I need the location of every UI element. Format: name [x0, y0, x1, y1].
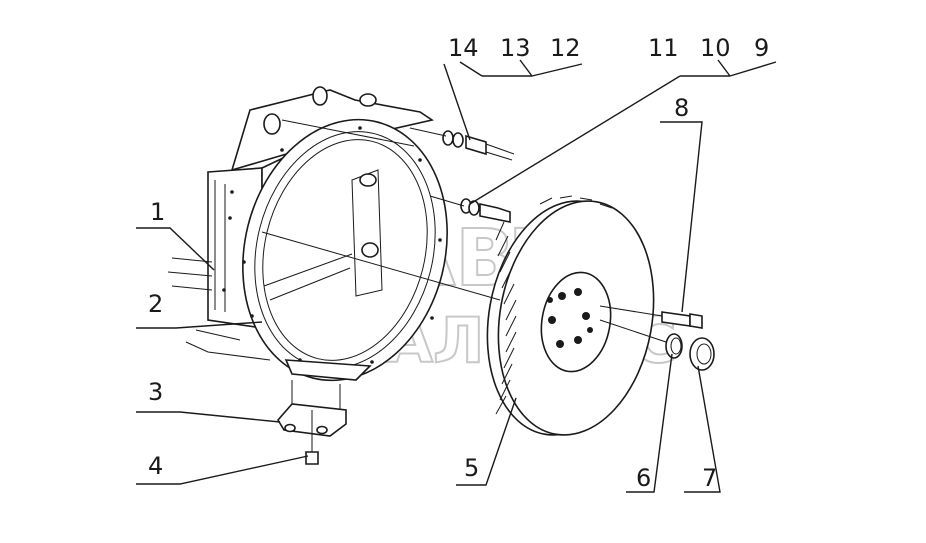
bolt-9-assembly	[429, 195, 511, 223]
bolt-12-assembly	[409, 127, 515, 161]
center-lines	[261, 119, 501, 301]
callout-7: 7	[702, 464, 717, 492]
callout-9: 9	[754, 34, 769, 62]
callout-3: 3	[148, 378, 163, 406]
bearing-7	[599, 319, 715, 371]
callout-8: 8	[674, 94, 689, 122]
callout-5: 5	[464, 454, 479, 482]
callout-2: 2	[148, 290, 163, 318]
bolt-4	[305, 410, 319, 465]
ring-6	[665, 333, 683, 359]
flywheel-housing	[167, 86, 448, 382]
flywheel	[486, 195, 655, 436]
callout-4: 4	[148, 452, 163, 480]
callout-1: 1	[150, 198, 165, 226]
callout-12: 12	[550, 34, 581, 62]
callout-11: 11	[648, 34, 679, 62]
callout-6: 6	[636, 464, 651, 492]
callout-labels: 1 2 3 4 5 6 7 8 9 10 11 12 13 14	[148, 34, 769, 492]
bolt-8	[599, 305, 703, 329]
callout-14: 14	[448, 34, 479, 62]
leader-lines	[136, 59, 777, 493]
callout-13: 13	[500, 34, 531, 62]
callout-10: 10	[700, 34, 731, 62]
